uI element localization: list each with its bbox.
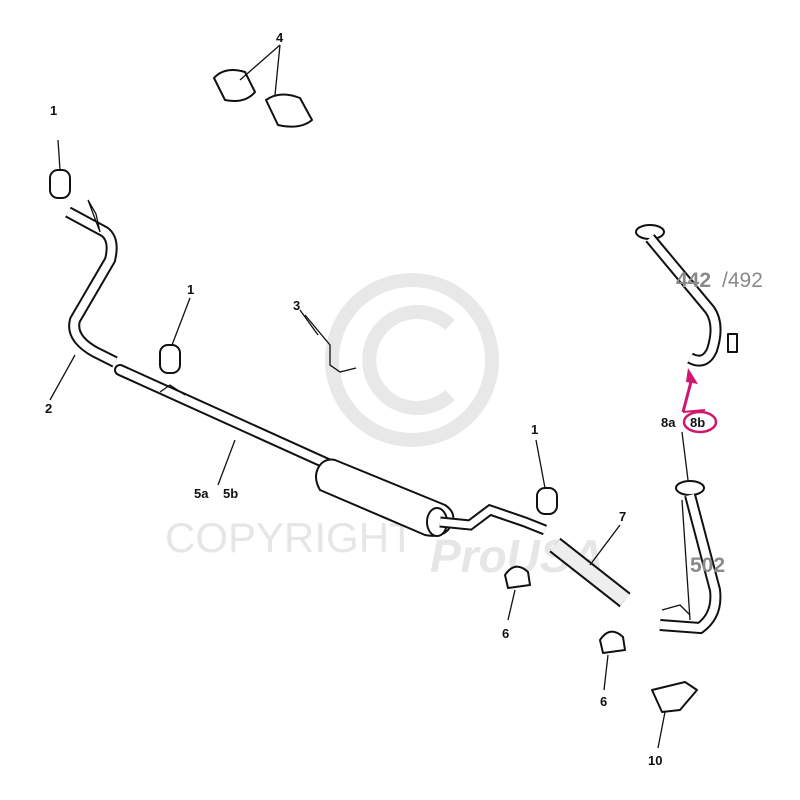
- callout-2: 2: [45, 401, 52, 416]
- part-2-front-pipe: [49, 199, 118, 401]
- part-3-bolt: [304, 314, 357, 373]
- callout-5b: 5b: [223, 486, 238, 501]
- part-8-downpipe-lower: [659, 431, 722, 635]
- callout-1: 1: [531, 422, 538, 437]
- callout-1: 1: [187, 282, 194, 297]
- part-4-mounts: [213, 44, 313, 128]
- part-8-downpipe-upper: [635, 224, 738, 367]
- callout-10: 10: [648, 753, 662, 768]
- part-10-bracket: [651, 681, 698, 713]
- callout-6: 6: [600, 694, 607, 709]
- hanger-1-middle: [159, 344, 181, 374]
- hanger-1-left: [49, 169, 71, 199]
- part-5-silencer: [114, 364, 548, 537]
- model-label-442: 442: [676, 269, 711, 292]
- callout-7: 7: [619, 509, 626, 524]
- highlight-arrow: [681, 368, 718, 434]
- callout-4: 4: [276, 30, 284, 45]
- clamp-6-right: [599, 630, 626, 654]
- callout-6: 6: [502, 626, 509, 641]
- part-7-flex-pipe: [549, 524, 631, 608]
- callout-8a: 8a: [661, 415, 676, 430]
- callout-8b: 8b: [690, 415, 705, 430]
- copyright-watermark: COPYRIGHT ProUSA: [165, 273, 604, 582]
- callout-1: 1: [50, 103, 57, 118]
- model-label-502: 502: [690, 554, 725, 577]
- hanger-1-right: [536, 487, 558, 515]
- model-label-492: /492: [722, 269, 763, 292]
- callout-5a: 5a: [194, 486, 209, 501]
- callout-3: 3: [293, 298, 300, 313]
- watermark-text: COPYRIGHT: [165, 514, 415, 561]
- clamp-6-left: [504, 565, 531, 589]
